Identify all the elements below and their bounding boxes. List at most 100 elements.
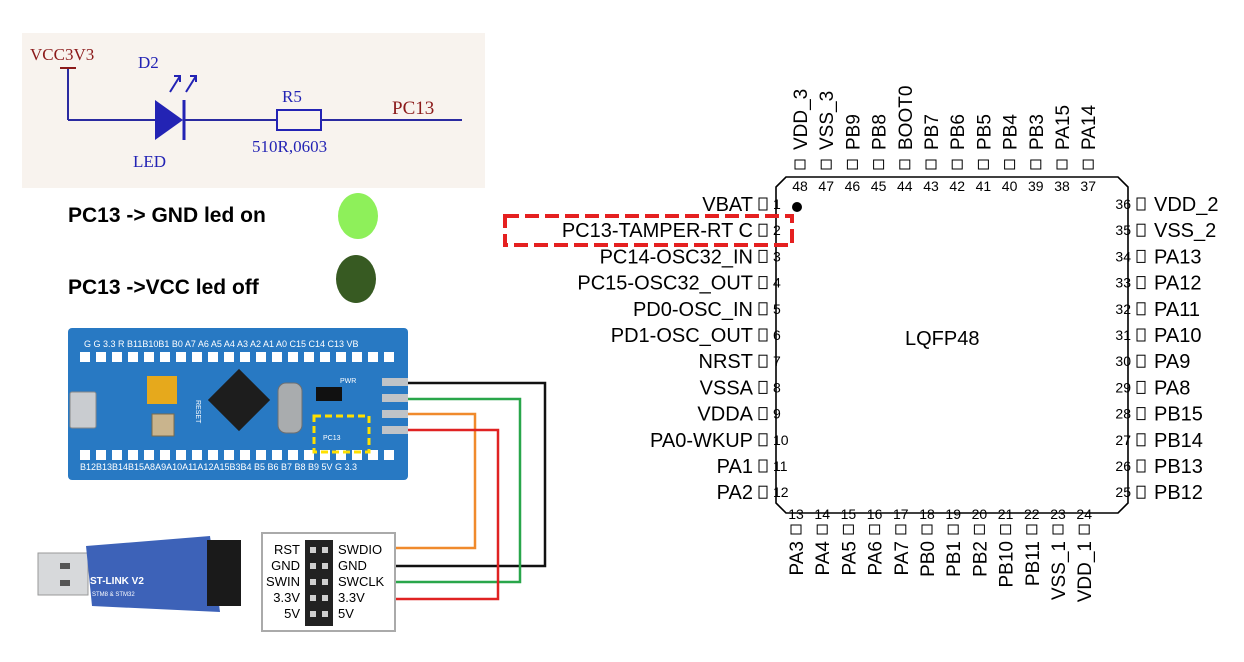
- led-off-indicator: [336, 255, 376, 303]
- chip-outline: [775, 176, 1129, 514]
- wire-gnd-black: [395, 381, 547, 568]
- pin-name: PA1: [717, 456, 753, 478]
- mcu-chip: [207, 368, 271, 432]
- pin-pad: [758, 485, 768, 499]
- pin-name: PA0-WKUP: [650, 430, 753, 452]
- pin-number: 42: [949, 178, 965, 194]
- pin-pad: [951, 159, 963, 170]
- header-pin: [192, 352, 202, 362]
- pin-pad: [1056, 159, 1068, 170]
- bottom-header-pins: [80, 450, 394, 460]
- pin-name: PB6: [948, 114, 969, 150]
- pin-number: 28: [1115, 406, 1131, 422]
- pin-name: VSS_3: [817, 91, 838, 150]
- header-pin: [336, 450, 346, 460]
- pin-number: 41: [976, 178, 992, 194]
- swd-wires: [395, 381, 547, 601]
- wire-swclk-green: [395, 397, 522, 584]
- pin-number: 37: [1080, 178, 1096, 194]
- stlink-brand: ST-LINK V2: [90, 576, 144, 587]
- swd-header-pins: [382, 378, 408, 434]
- pin-name: PA9: [1154, 351, 1190, 373]
- header-pin: [160, 450, 170, 460]
- pin-pad: [820, 159, 832, 170]
- pin-name: PA15: [1053, 105, 1074, 150]
- pin-pad: [921, 524, 933, 535]
- schematic-background: [22, 33, 485, 188]
- pin-pad: [758, 407, 768, 421]
- pin-pad: [1078, 524, 1090, 535]
- pin-number: 5: [773, 301, 781, 317]
- pin-name: VSS_1: [1049, 541, 1070, 600]
- pin-pad: [1136, 249, 1146, 263]
- pin-number: 4: [773, 275, 781, 291]
- header-pin: [112, 352, 122, 362]
- pin-pad: [977, 159, 989, 170]
- pin-pad: [1136, 433, 1146, 447]
- header-pin: [336, 352, 346, 362]
- led-type-label: LED: [133, 152, 166, 171]
- pin-name: VDDA: [697, 404, 753, 426]
- stlink-pin-right-label: SWDIO: [338, 542, 382, 557]
- pin-number: 38: [1054, 178, 1070, 194]
- usb-port: [69, 391, 97, 429]
- pin-name: PC13-TAMPER-RT C: [562, 220, 753, 242]
- pin-pad: [1136, 485, 1146, 499]
- pin-number: 16: [867, 506, 883, 522]
- header-pin: [288, 352, 298, 362]
- boot-jumper: [147, 376, 177, 404]
- pin-pad: [758, 249, 768, 263]
- pin-name: BOOT0: [896, 86, 917, 150]
- net-label: PC13: [392, 98, 434, 119]
- top-header-pins: [80, 352, 394, 362]
- pin-pad: [758, 223, 768, 237]
- header-pin: [96, 450, 106, 460]
- pin-pad: [758, 276, 768, 290]
- header-pin: [352, 450, 362, 460]
- header-pin: [368, 352, 378, 362]
- pin-number: 2: [773, 222, 781, 238]
- pin-pad: [1136, 459, 1146, 473]
- pinout-header-pins: [310, 547, 328, 617]
- header-pin: [368, 450, 378, 460]
- pin-number: 3: [773, 248, 781, 264]
- pin-name: PA4: [813, 541, 834, 576]
- pin-name: PB1: [944, 541, 965, 577]
- header-pin: [80, 352, 90, 362]
- pin-number: 18: [919, 506, 935, 522]
- pinout-pin: [310, 547, 316, 553]
- pin-number: 14: [814, 506, 830, 522]
- pin-name: PA5: [839, 541, 860, 576]
- pin-name: PB12: [1154, 482, 1203, 504]
- pinout-pin: [310, 595, 316, 601]
- pin-pad: [1136, 302, 1146, 316]
- pin-pad: [758, 302, 768, 316]
- pin-pad: [794, 159, 806, 170]
- state-off-text: PC13 ->VCC led off: [68, 276, 260, 299]
- pinout-pin: [310, 579, 316, 585]
- header-pin: [352, 352, 362, 362]
- header-pin: [240, 352, 250, 362]
- led-light-arrows: [169, 75, 197, 93]
- pin-pad: [947, 524, 959, 535]
- header-pin: [240, 450, 250, 460]
- pin-name: PB0: [918, 541, 939, 577]
- bottom-header-labels: B12B13B14B15A8A9A10A11A12A15B3B4 B5 B6 B…: [80, 462, 357, 472]
- pin-name: PB10: [997, 541, 1018, 587]
- pin-number: 10: [773, 432, 789, 448]
- pin-name: PB5: [974, 114, 995, 150]
- usb-contact: [60, 580, 70, 586]
- pinout-pin: [322, 563, 328, 569]
- stlink-pin-left-label: 3.3V: [273, 590, 300, 605]
- header-pin: [320, 352, 330, 362]
- pin-pad: [758, 433, 768, 447]
- pin-number: 36: [1115, 196, 1131, 212]
- stlink-pin-left-label: SWIN: [266, 574, 300, 589]
- pin-pad: [925, 159, 937, 170]
- pin-name: PC15-OSC32_OUT: [577, 273, 753, 295]
- pin-number: 29: [1115, 379, 1131, 395]
- header-pin: [272, 352, 282, 362]
- pin-name: PA8: [1154, 377, 1190, 399]
